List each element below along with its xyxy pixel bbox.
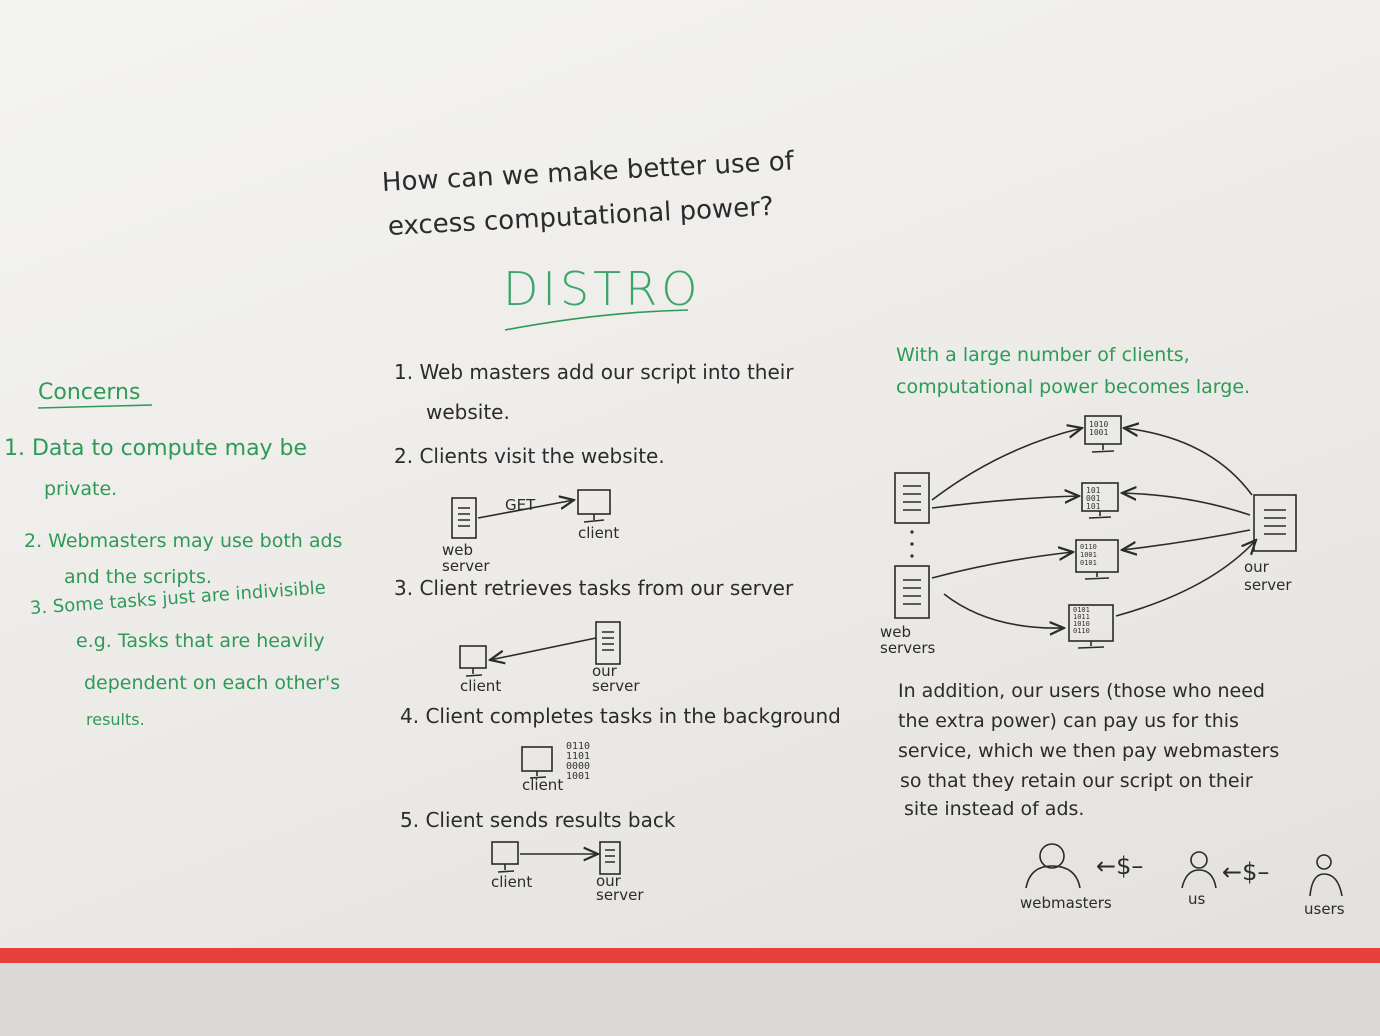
payment-paragraph-line-2: the extra power) can pay us for this: [898, 710, 1239, 732]
payment-paragraph-line-3: service, which we then pay webmasters: [898, 740, 1280, 762]
monitor-bits-1: 1010 1001: [1089, 420, 1109, 437]
wall-below: [0, 963, 1380, 1036]
us-label: us: [1188, 890, 1206, 908]
title-underline: [504, 309, 689, 331]
client-monitor-icon: [521, 746, 553, 779]
client-label-step4: client: [522, 776, 564, 794]
concerns-underline: [37, 404, 153, 409]
monitor-bits-4: 0101 1011 1010 0110: [1073, 606, 1090, 635]
get-label: GET: [505, 496, 536, 514]
client-monitor-icon: [1075, 539, 1119, 580]
client-monitor-icon: [1084, 415, 1122, 453]
step-2: 2. Clients visit the website.: [394, 444, 665, 468]
web-to-client-arrow: [931, 552, 1073, 579]
step-1-line-2: website.: [426, 400, 510, 424]
client-monitor-icon: [459, 645, 487, 677]
scale-note-line-1: With a large number of clients,: [896, 344, 1190, 366]
web-to-client-arrow: [931, 496, 1079, 509]
us-person-icon: [1181, 851, 1217, 889]
server-to-client-arrow: [1124, 428, 1253, 496]
payment-paragraph-line-1: In addition, our users (those who need: [898, 680, 1265, 702]
web-to-client-arrow: [943, 593, 1064, 628]
get-arrow: [477, 500, 574, 519]
payment-paragraph-line-4: so that they retain our script on their: [900, 770, 1253, 792]
client-monitor-icon: [1068, 604, 1114, 649]
server-icon: [894, 472, 930, 524]
payment-arrow-2: ←$–: [1222, 858, 1270, 886]
monitor-bits-3: 0110 1001 0101: [1080, 543, 1097, 567]
step-3: 3. Client retrieves tasks from our serve…: [394, 576, 794, 600]
server-icon: [451, 497, 477, 539]
web-server-label: web server: [442, 541, 490, 575]
client-label-step2: client: [578, 524, 620, 542]
red-tray-strip: [0, 948, 1380, 963]
user-person-icon: [1309, 854, 1343, 897]
step-1-line-1: 1. Web masters add our script into their: [394, 360, 794, 384]
our-server-label-step5: our server: [596, 872, 644, 904]
client-label-step5: client: [491, 873, 533, 891]
server-to-client-arrow: [1122, 529, 1251, 550]
monitor-bits-2: 101 001 101: [1086, 486, 1101, 511]
payment-arrow-1: ←$–: [1096, 852, 1144, 880]
concerns-heading: Concerns: [38, 380, 141, 405]
step-5: 5. Client sends results back: [400, 808, 676, 832]
retrieve-arrow: [490, 637, 597, 660]
concern-2-line-1: 2. Webmasters may use both ads: [24, 530, 343, 552]
client-monitor-icon: [491, 841, 519, 873]
our-server-label-right: our server: [1244, 558, 1292, 594]
client-monitor-icon: [1081, 482, 1119, 519]
scale-note-line-2: computational power becomes large.: [896, 376, 1251, 398]
server-icon: [599, 841, 621, 875]
client-to-server-arrow: [1115, 540, 1256, 617]
client-label-step3: client: [460, 677, 502, 695]
payment-paragraph-line-5: site instead of ads.: [904, 798, 1085, 820]
concern-1-line-1: 1. Data to compute may be: [4, 436, 308, 461]
web-servers-label: web servers: [880, 623, 936, 657]
webmasters-person-icon: [1025, 843, 1081, 889]
concern-1-line-2: private.: [44, 478, 118, 500]
server-icon: [894, 565, 930, 619]
server-icon: [595, 621, 621, 665]
server-icon: [1253, 494, 1297, 552]
client-monitor-icon: [577, 489, 611, 523]
concern-3-line-4: results.: [86, 710, 145, 729]
server-to-client-arrow: [1122, 493, 1251, 516]
concern-3-line-3: dependent on each other's: [84, 672, 341, 694]
concern-3-line-2: e.g. Tasks that are heavily: [76, 630, 325, 652]
concern-2-line-2: and the scripts.: [64, 566, 212, 588]
step-4: 4. Client completes tasks in the backgro…: [400, 704, 841, 728]
webmasters-label: webmasters: [1020, 894, 1112, 912]
our-server-label-step3: our server: [592, 662, 640, 695]
task-bits: 0110 1101 0000 1001: [566, 741, 591, 782]
users-label: users: [1304, 900, 1345, 918]
page-title: DISTRO: [503, 262, 702, 316]
web-to-client-arrow: [931, 428, 1082, 501]
